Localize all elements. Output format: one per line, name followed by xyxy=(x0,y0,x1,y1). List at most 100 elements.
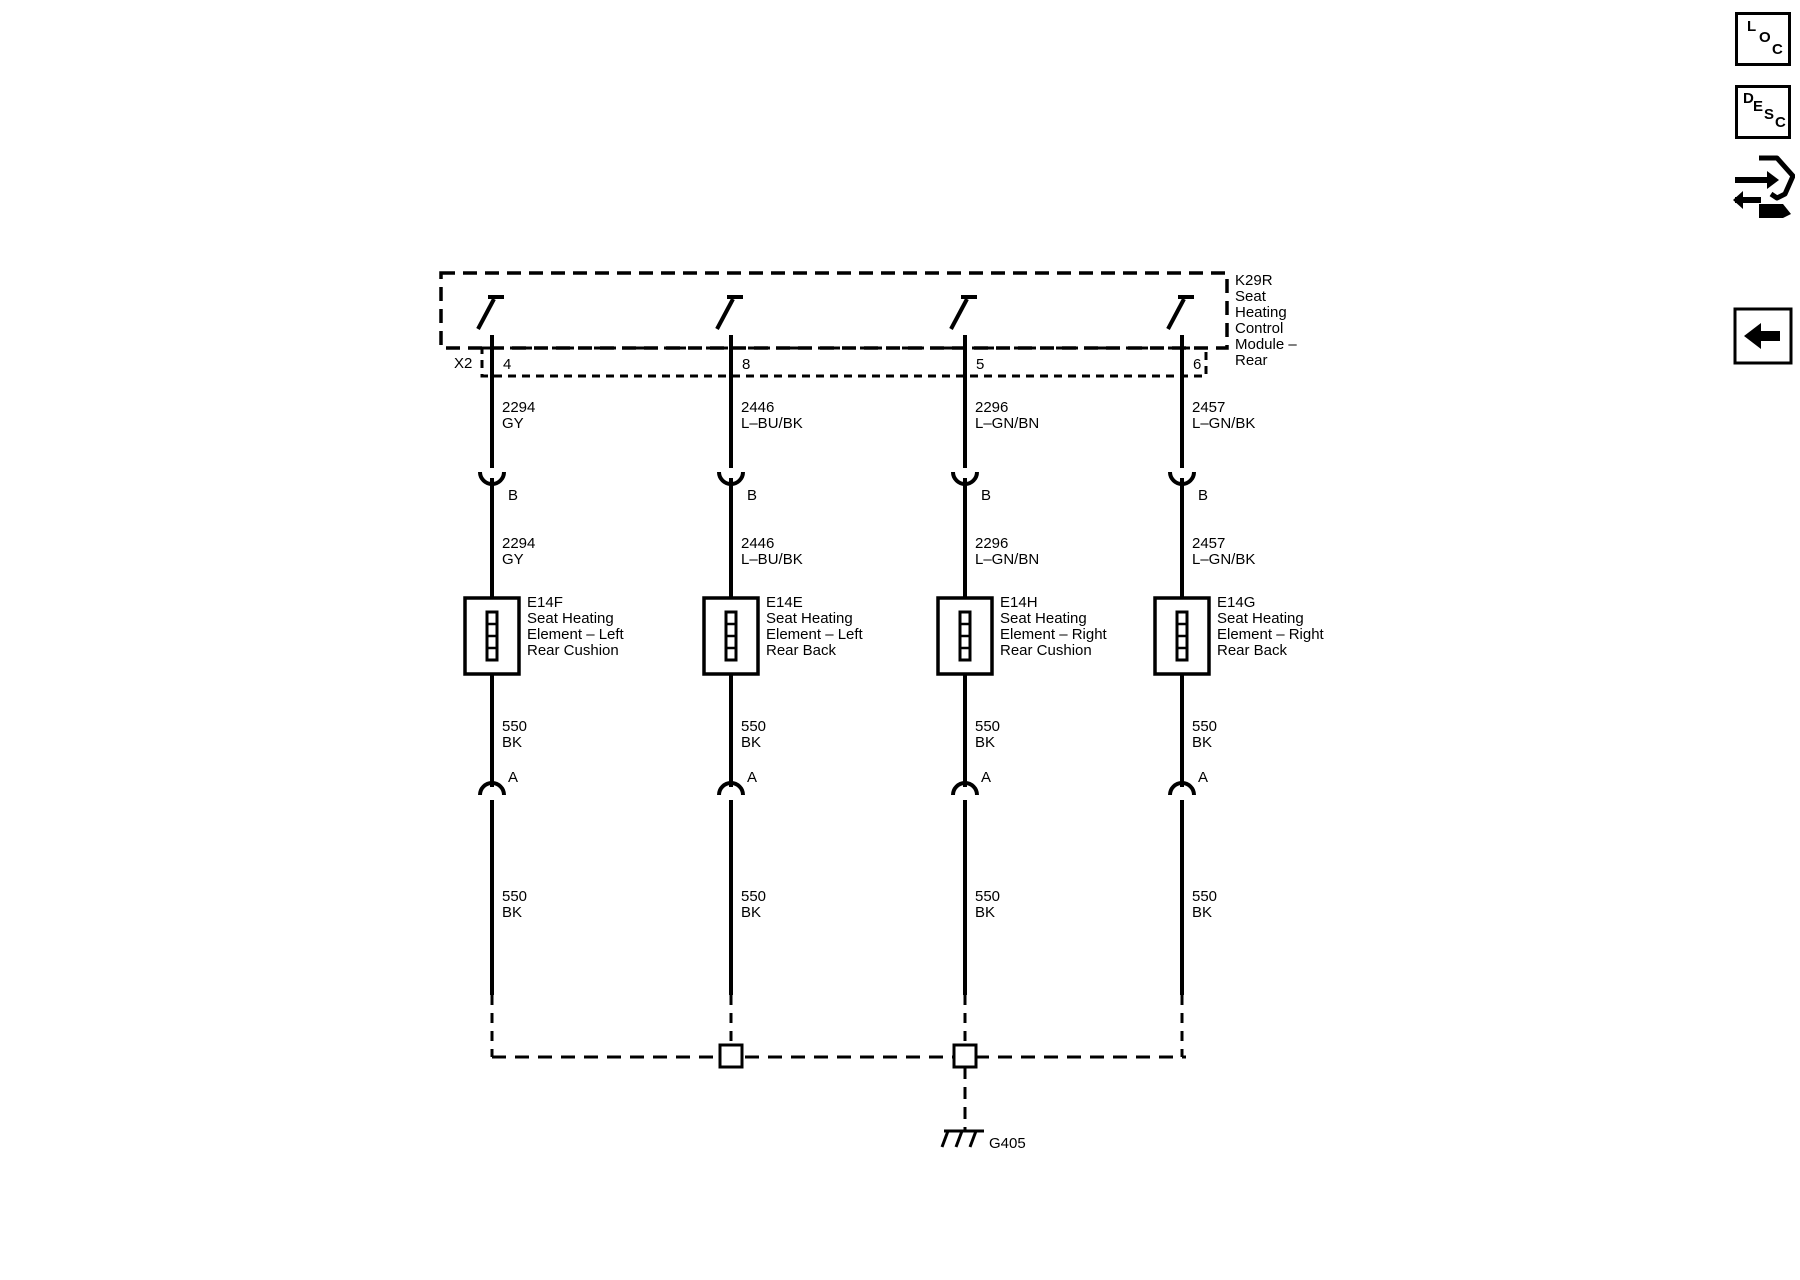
connector-a-socket xyxy=(478,781,506,796)
connector-a-socket xyxy=(951,781,979,796)
connector-repair-icon[interactable] xyxy=(1731,154,1795,222)
ground-circuit-number: 550 xyxy=(502,888,527,905)
connector-b-label: B xyxy=(747,487,757,504)
module-name-line-5: Rear xyxy=(1235,352,1268,369)
desc-letter-1: D xyxy=(1743,90,1754,107)
module-name-line-2: Heating xyxy=(1235,304,1287,321)
loc-button[interactable]: L O C xyxy=(1735,12,1791,66)
switch-blade xyxy=(476,298,496,330)
pin-number: 6 xyxy=(1193,356,1201,373)
connector-b-label: B xyxy=(981,487,991,504)
element-name-line-2: Element – Right xyxy=(1217,626,1325,643)
mid-wire-color: L–GN/BN xyxy=(975,551,1039,568)
element-name-line-1: Seat Heating xyxy=(1000,610,1087,627)
loc-letter-3: C xyxy=(1772,41,1783,58)
element-id: E14H xyxy=(1000,594,1038,611)
element-name-line-3: Rear Cushion xyxy=(1000,642,1092,659)
upper-circuit-number: 2446 xyxy=(741,399,774,416)
module-name-line-3: Control xyxy=(1235,320,1283,337)
pin-number: 8 xyxy=(742,356,750,373)
lower-circuit-number: 550 xyxy=(502,718,527,735)
connector-label: X2 xyxy=(454,355,472,372)
connector-a-label: A xyxy=(1198,769,1208,786)
ground-wire-color: BK xyxy=(741,904,761,921)
splice-left xyxy=(718,1043,744,1069)
desc-letter-4: C xyxy=(1775,114,1786,131)
switch-blade xyxy=(1166,298,1186,330)
upper-wire-color: L–BU/BK xyxy=(741,415,803,432)
connector-a-socket xyxy=(717,781,745,796)
element-id: E14E xyxy=(766,594,803,611)
connector-a-label: A xyxy=(508,769,518,786)
back-arrow-button[interactable] xyxy=(1733,307,1793,365)
element-name-line-1: Seat Heating xyxy=(1217,610,1304,627)
mid-circuit-number: 2294 xyxy=(502,535,535,552)
lower-wire-color: BK xyxy=(741,734,761,751)
pin-number: 5 xyxy=(976,356,984,373)
desc-button[interactable]: D E S C xyxy=(1735,85,1791,139)
ground-wire-color: BK xyxy=(502,904,522,921)
ground-circuit-number: 550 xyxy=(741,888,766,905)
connector-b-label: B xyxy=(508,487,518,504)
desc-letter-2: E xyxy=(1753,98,1764,115)
ground-circuit-number: 550 xyxy=(1192,888,1217,905)
module-name-line-4: Module – xyxy=(1235,336,1297,353)
pin-number: 4 xyxy=(503,356,511,373)
upper-wire-color: L–GN/BN xyxy=(975,415,1039,432)
element-name-line-3: Rear Back xyxy=(766,642,837,659)
element-id: E14G xyxy=(1217,594,1255,611)
upper-wire-color: GY xyxy=(502,415,524,432)
module-id: K29R xyxy=(1235,272,1273,289)
connector-a-socket xyxy=(1168,781,1196,796)
lower-wire-color: BK xyxy=(975,734,995,751)
loc-letter-2: O xyxy=(1759,29,1771,46)
connector-a-label: A xyxy=(981,769,991,786)
splice-right xyxy=(952,1043,978,1069)
upper-circuit-number: 2457 xyxy=(1192,399,1225,416)
mid-circuit-number: 2296 xyxy=(975,535,1008,552)
back-arrow-icon xyxy=(1744,323,1780,349)
element-name-line-3: Rear Cushion xyxy=(527,642,619,659)
element-name-line-2: Element – Left xyxy=(527,626,625,643)
element-name-line-2: Element – Right xyxy=(1000,626,1108,643)
module-boundary xyxy=(439,271,1229,350)
upper-circuit-number: 2294 xyxy=(502,399,535,416)
mid-wire-color: GY xyxy=(502,551,524,568)
ground-network: G405 xyxy=(492,1043,1186,1152)
mid-wire-color: L–GN/BK xyxy=(1192,551,1255,568)
mid-circuit-number: 2446 xyxy=(741,535,774,552)
mid-circuit-number: 2457 xyxy=(1192,535,1225,552)
ground-wire-color: BK xyxy=(1192,904,1212,921)
seat-heating-control-module: K29R Seat Heating Control Module – Rear … xyxy=(439,271,1297,378)
lower-circuit-number: 550 xyxy=(975,718,1000,735)
ground-id: G405 xyxy=(989,1135,1026,1152)
connector-b-label: B xyxy=(1198,487,1208,504)
element-name-line-1: Seat Heating xyxy=(766,610,853,627)
mid-wire-color: L–BU/BK xyxy=(741,551,803,568)
ground-symbol xyxy=(940,1129,984,1148)
element-name-line-1: Seat Heating xyxy=(527,610,614,627)
loc-letter-1: L xyxy=(1747,18,1757,35)
module-name-line-1: Seat xyxy=(1235,288,1267,305)
switch-blade xyxy=(949,298,969,330)
connector-a-label: A xyxy=(747,769,757,786)
switch-blade xyxy=(715,298,735,330)
lower-circuit-number: 550 xyxy=(741,718,766,735)
lower-circuit-number: 550 xyxy=(1192,718,1217,735)
desc-letter-3: S xyxy=(1764,106,1775,123)
upper-circuit-number: 2296 xyxy=(975,399,1008,416)
ground-circuit-number: 550 xyxy=(975,888,1000,905)
lower-wire-color: BK xyxy=(502,734,522,751)
lower-wire-color: BK xyxy=(1192,734,1212,751)
element-id: E14F xyxy=(527,594,563,611)
ground-wire-color: BK xyxy=(975,904,995,921)
upper-wire-color: L–GN/BK xyxy=(1192,415,1255,432)
element-name-line-2: Element – Left xyxy=(766,626,864,643)
element-name-line-3: Rear Back xyxy=(1217,642,1288,659)
